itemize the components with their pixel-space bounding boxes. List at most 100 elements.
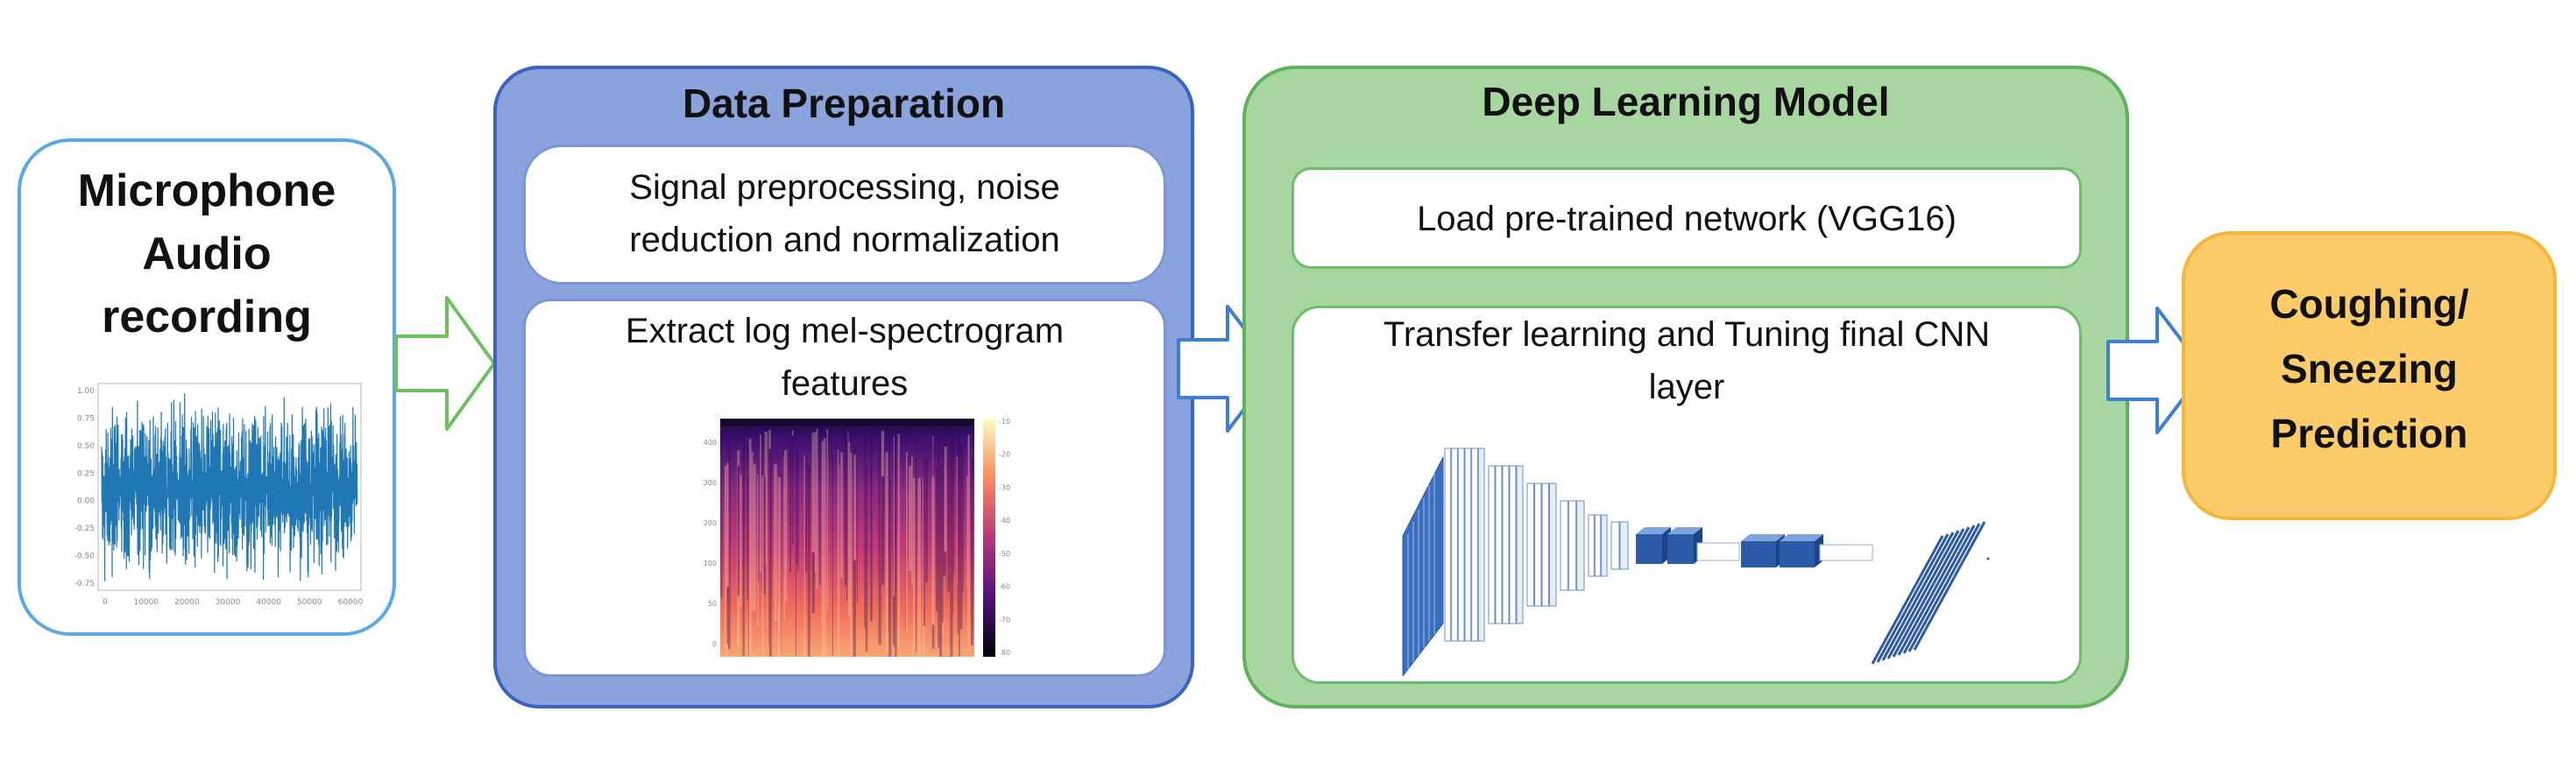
spectrogram-stripe [971, 459, 974, 645]
spectrogram-stripe [743, 433, 745, 569]
load-network-text: Load pre-trained network (VGG16) [1417, 200, 1957, 238]
spectrogram-stripe [777, 476, 781, 657]
colorbar-tick: -30 [999, 483, 1010, 491]
spectrogram-stripe [895, 464, 897, 657]
spectrogram-stripe [816, 428, 818, 589]
spectrogram-stripe [925, 456, 928, 583]
spectrogram-stripe [783, 456, 785, 621]
spectrogram-stripe [897, 433, 901, 649]
cnn-conv-layer [1526, 483, 1534, 607]
spectrogram-stripe [803, 454, 805, 657]
cnn-dense-layer [1902, 525, 1976, 654]
spectrogram-stripe [959, 460, 960, 657]
spectrogram-stripe [894, 442, 896, 647]
cnn-dense-layer [1886, 530, 1960, 659]
spectrogram-stripe [761, 476, 764, 657]
spectrogram-stripe [803, 476, 805, 629]
colorbar-tick: -80 [999, 649, 1010, 657]
waveform-signal [101, 392, 358, 581]
spectrogram-stripe [910, 456, 913, 585]
spectrogram-stripe [957, 438, 960, 634]
spectrogram-stripe [807, 463, 810, 657]
spectrogram-stripe [943, 462, 945, 637]
cnn-conv-layer [1576, 500, 1585, 591]
spectrogram-stripe [846, 432, 849, 546]
spectrogram-stripe [923, 476, 925, 657]
spectrogram-stripe [726, 462, 729, 587]
spectrogram-stripe [814, 431, 817, 574]
spectrogram-stripe [850, 452, 853, 657]
colorbar-tick: -70 [999, 616, 1010, 624]
feature-extraction-line-1: Extract log mel-spectrogram [625, 312, 1065, 350]
spectrogram-stripe [818, 435, 821, 585]
spectrogram-stripe [961, 454, 964, 594]
waveform-y-tick: 0.75 [77, 414, 95, 423]
feature-extraction-box: Extract log mel-spectrogram features [523, 299, 1166, 677]
transfer-learning-line-2: layer [1648, 368, 1725, 406]
microphone-title: Microphone Audio recording [21, 159, 393, 349]
spectrogram-stripe [845, 429, 848, 586]
spectrogram-y-tick: 0 [712, 640, 717, 648]
waveform-y-tick: 0.00 [77, 497, 95, 506]
spectrogram-stripe [721, 428, 723, 598]
transfer-learning-text: Transfer learning and Tuning final CNN l… [1294, 308, 2079, 413]
data-preparation-panel: Data Preparation Signal preprocessing, n… [493, 66, 1194, 708]
waveform-x-tick: 50000 [297, 598, 322, 607]
data-preparation-title: Data Preparation [682, 81, 1006, 126]
spectrogram-stripe [728, 438, 731, 650]
spectrogram-stripe [724, 465, 728, 657]
spectrogram-stripe [939, 470, 943, 657]
spectrogram-stripe [747, 445, 749, 601]
cnn-input-layer [1402, 456, 1444, 676]
spectrogram-y-tick: 100 [704, 560, 717, 567]
spectrogram-stripe [931, 476, 935, 625]
colorbar-tick: -20 [999, 451, 1010, 459]
spectrogram-stripe [893, 436, 895, 596]
prediction-box: Coughing/ Sneezing Prediction [2182, 231, 2557, 520]
spectrogram-stripe [885, 452, 888, 652]
spectrogram-stripe [763, 476, 766, 595]
spectrogram-stripe [888, 431, 890, 629]
spectrogram-stripe [726, 477, 729, 645]
spectrogram-stripe [766, 448, 768, 627]
cnn-conv-layer [1549, 483, 1557, 607]
spectrogram-y-tick: 200 [704, 519, 717, 527]
spectrogram-stripe [764, 432, 768, 566]
transfer-learning-line-1: Transfer learning and Tuning final CNN [1383, 315, 1991, 354]
cnn-conv-layer [1471, 447, 1478, 642]
spectrogram-stripe [796, 456, 799, 571]
spectrogram-stripe [768, 429, 771, 617]
transfer-learning-box: Transfer learning and Tuning final CNN l… [1292, 306, 2082, 684]
spectrogram-stripe [847, 441, 851, 617]
spectrogram-stripe [737, 465, 740, 596]
waveform-y-tick: -0.75 [74, 580, 95, 588]
cnn-conv-layer [1541, 483, 1549, 607]
spectrogram-stripe [742, 429, 745, 657]
spectrogram-stripe [760, 433, 761, 572]
waveform-x-tick: 20000 [174, 598, 200, 607]
spectrogram-y-tick: 400 [704, 439, 717, 447]
spectrogram-stripe [811, 453, 815, 614]
waveform-x-tick: 60000 [338, 598, 364, 607]
microphone-title-line-2: Audio [142, 229, 272, 279]
spectrogram-stripe [913, 477, 916, 650]
cnn-conv-layer [1502, 465, 1510, 624]
spectrogram-stripe [865, 464, 868, 652]
spectrogram-stripe [950, 430, 953, 615]
spectrogram-stripe [808, 465, 810, 583]
colorbar-tick: -60 [999, 583, 1010, 591]
waveform-x-tick: 40000 [256, 598, 281, 607]
spectrogram-stripe [951, 477, 953, 657]
spectrogram-stripe [952, 434, 955, 574]
feature-extraction-line-2: features [781, 364, 909, 403]
spectrogram-stripe [747, 476, 750, 657]
spectrogram-stripe [938, 427, 940, 648]
deep-learning-panel: Deep Learning Model Load pre-trained net… [1242, 66, 2129, 708]
cnn-conv-layer [1457, 447, 1465, 642]
cnn-conv-layer [1495, 465, 1503, 624]
spectrogram-stripe [840, 452, 843, 579]
cnn-block [1741, 541, 1776, 567]
spectrogram-stripe [844, 453, 847, 587]
spectrogram-stripe [864, 433, 867, 628]
